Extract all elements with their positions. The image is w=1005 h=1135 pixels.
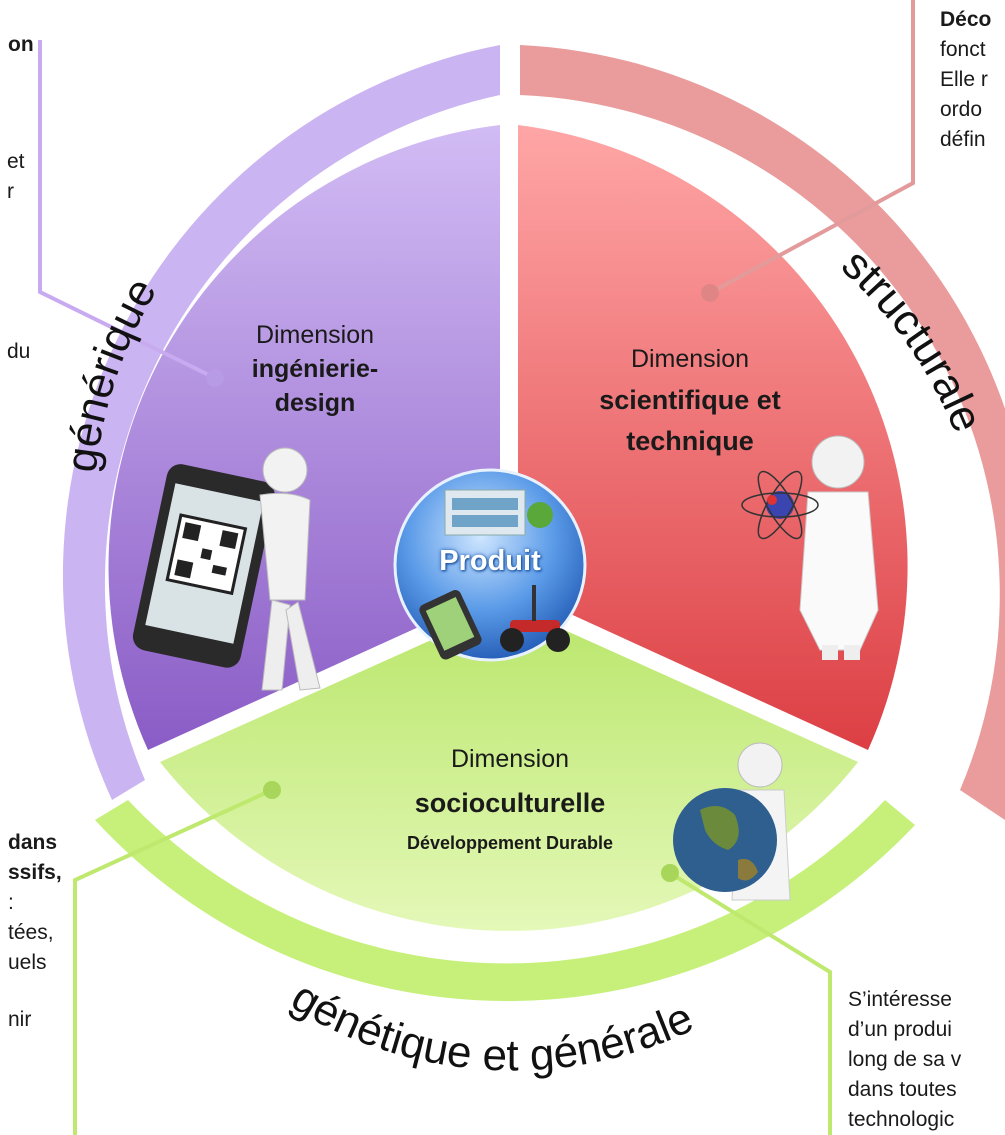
annotation-line: défin (940, 128, 986, 151)
annotation-line: du (7, 340, 31, 363)
smartphone-icon (419, 590, 482, 660)
dimension-ingenierie-subtitle: design (274, 389, 356, 417)
dimension-socioculturelle-subtitle: socioculturelle (414, 788, 606, 818)
connector-top-left (38, 40, 216, 380)
connector-dot (701, 284, 719, 302)
annotation-line: uels (8, 951, 47, 974)
annotation-line: Elle r (940, 68, 988, 91)
globe-figure-icon (673, 742, 791, 901)
annotation-line: dans (8, 831, 58, 854)
connector-dot (661, 864, 679, 882)
annotation-line: nir (8, 1008, 32, 1031)
dimension-socioculturelle-subtitle-dd: Développement Durable (406, 833, 614, 853)
annotation-line: ssifs, (8, 861, 62, 884)
connector-bottom-right (668, 871, 832, 1135)
annotation-bottom-right: S’intéresse d’un produi long de sa v dan… (848, 985, 961, 1135)
dimension-socioculturelle-title: Dimension (450, 745, 570, 773)
building-icon (444, 489, 553, 536)
annotation-line: r (7, 180, 14, 203)
connector-dot (263, 781, 281, 799)
annotation-line: S’intéresse (848, 988, 952, 1011)
hoverboard-icon (500, 585, 570, 652)
dimension-ingenierie-title: Dimension (255, 321, 375, 349)
scientist-figure-icon (799, 435, 879, 660)
connector-bottom-left (73, 788, 273, 1135)
annotation-line: Déco (940, 8, 992, 31)
ring-genetique (95, 800, 915, 1002)
annotation-line: fonct (940, 38, 986, 61)
annotation-line: long de sa v (848, 1048, 962, 1071)
dimension-ingenierie-subtitle: ingénierie- (251, 355, 379, 383)
mannequin-figure-icon (259, 447, 321, 691)
connector-top-right (709, 0, 915, 295)
annotation-line: d’un produi (848, 1018, 952, 1041)
ring-structurale (520, 45, 1005, 820)
connector-dot (206, 369, 224, 387)
center-label: Produit (439, 545, 541, 577)
smartphone-qr-icon (132, 464, 275, 668)
dimension-scientifique-subtitle: technique (626, 426, 754, 456)
annotation-line: ordo (940, 98, 983, 121)
atom-icon (741, 470, 819, 540)
dimension-scientifique-title: Dimension (630, 345, 750, 373)
dimension-scientifique-subtitle: scientifique et (599, 385, 781, 415)
ring-generique (62, 45, 500, 800)
annotation-line: technologic (848, 1108, 955, 1131)
annotation-line: : (8, 891, 14, 914)
annotation-top-right: Déco fonct Elle r ordo défin (940, 5, 991, 155)
annotation-line: on (8, 33, 34, 56)
annotation-line: dans toutes (848, 1078, 957, 1101)
annotation-line: tées, (8, 921, 54, 944)
annotation-line: et (7, 150, 25, 173)
